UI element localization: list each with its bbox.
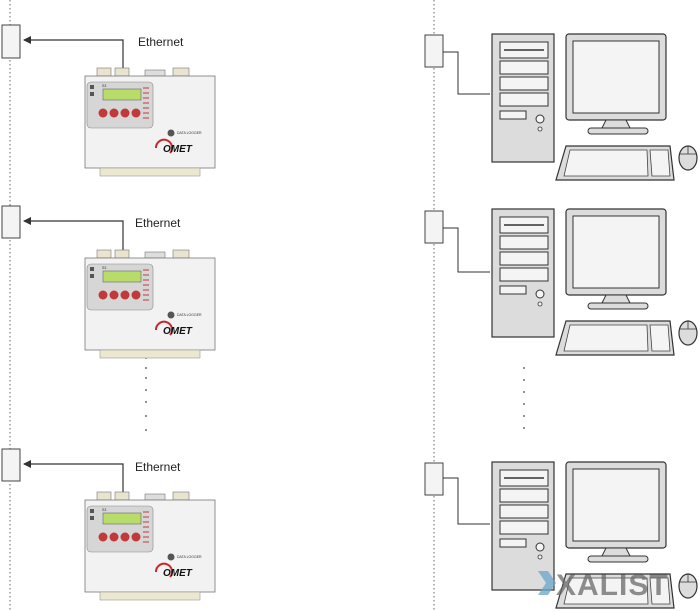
ethernet-label: Ethernet: [135, 460, 181, 474]
brand-logo: OMET: [163, 568, 193, 579]
right-switch: [424, 462, 444, 496]
ellipsis-computers: [523, 367, 525, 429]
data-logger: S3 DATA LOGGER OMET: [84, 249, 216, 359]
left-switch: [1, 24, 21, 59]
desktop-pc-icon: [491, 33, 698, 181]
network-cable: [443, 51, 490, 525]
network-boundary: [9, 0, 435, 611]
device-subtitle: DATA LOGGER: [177, 313, 202, 317]
watermark-text: XALIST: [556, 569, 669, 602]
device-subtitle: DATA LOGGER: [177, 555, 202, 559]
data-logger: S3 DATA LOGGER OMET: [84, 67, 216, 177]
watermark: XALIST: [538, 569, 669, 602]
desktop-pc-icon: [491, 208, 698, 356]
device-model: S3: [102, 508, 106, 512]
left-switch: [1, 448, 21, 482]
device-model: S3: [102, 84, 106, 88]
data-logger: S3 DATA LOGGER OMET: [84, 491, 216, 601]
brand-logo: OMET: [163, 326, 193, 337]
desktop-pc-icon: [491, 461, 698, 609]
ellipsis-loggers: [145, 357, 147, 431]
ethernet-label: Ethernet: [138, 35, 184, 49]
device-subtitle: DATA LOGGER: [177, 131, 202, 135]
right-switch: [424, 210, 444, 244]
right-switch: [424, 34, 444, 68]
device-model: S3: [102, 266, 106, 270]
ethernet-label: Ethernet: [135, 216, 181, 230]
brand-logo: OMET: [163, 144, 193, 155]
ethernet-cable: [23, 36, 124, 494]
left-switch: [1, 205, 21, 239]
